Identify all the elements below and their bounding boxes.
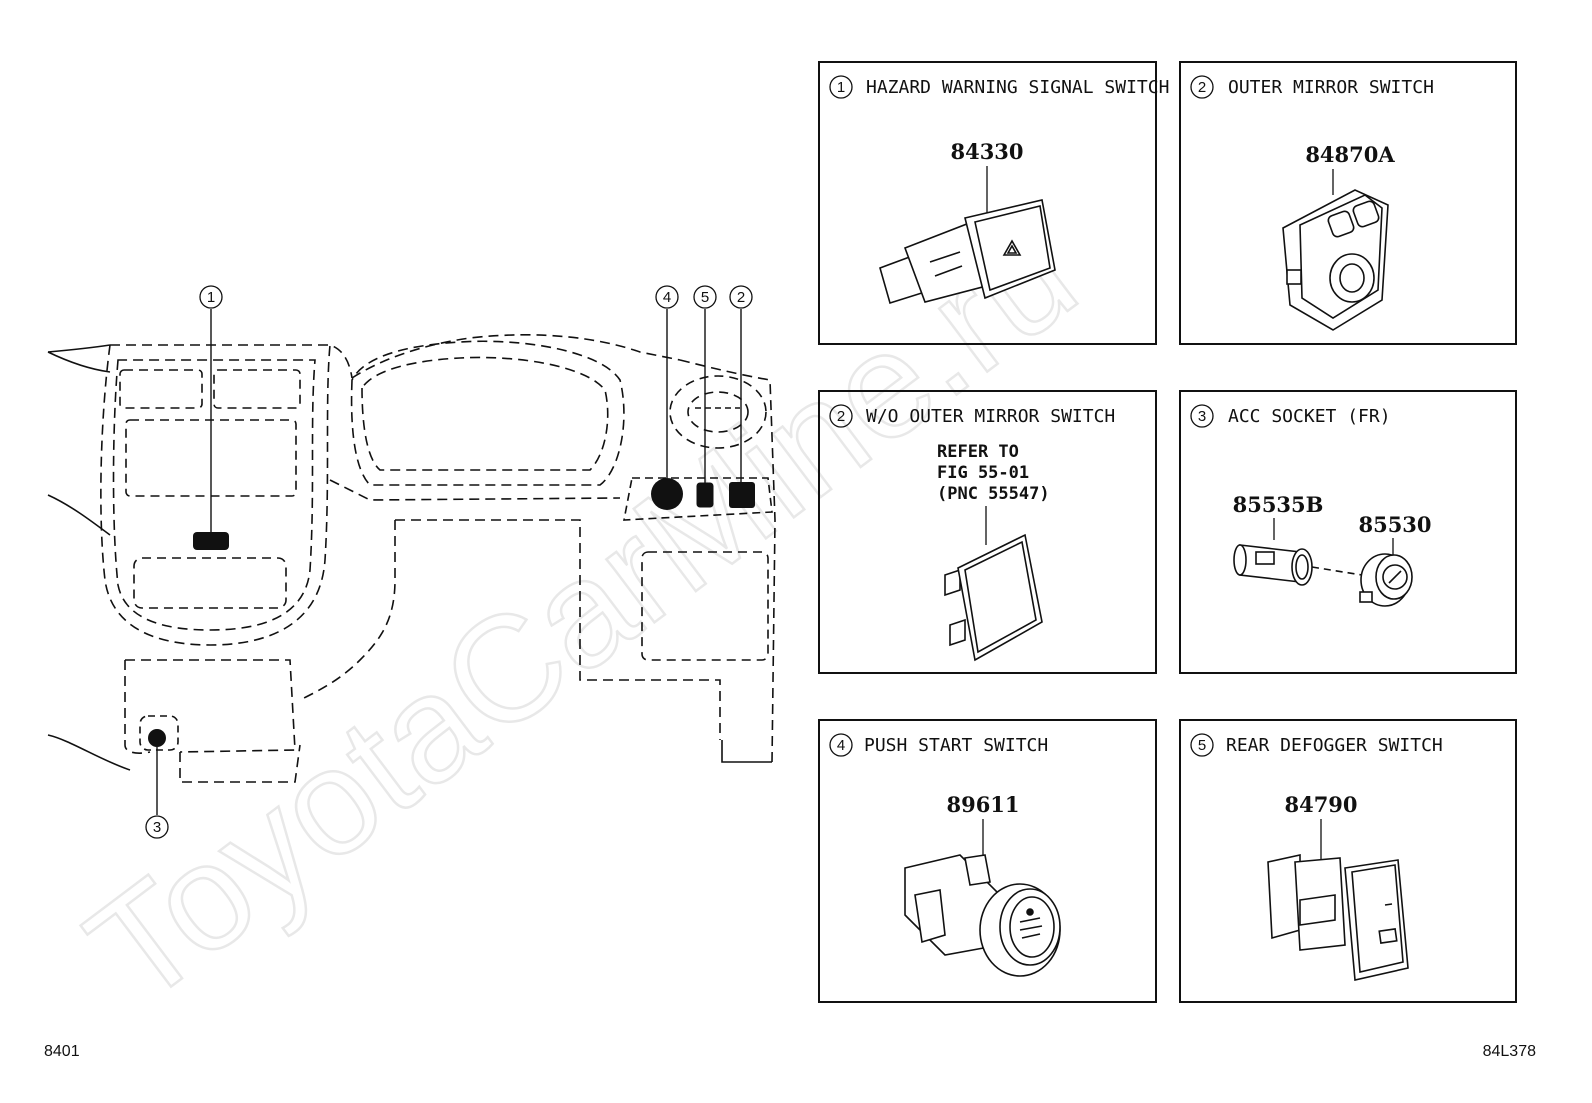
panel-title: ACC SOCKET (FR) xyxy=(1228,406,1391,427)
callout-1: 1 xyxy=(199,285,223,309)
svg-text:3: 3 xyxy=(1198,408,1206,425)
svg-text:2: 2 xyxy=(837,408,845,425)
part-number: 84330 xyxy=(950,139,1023,164)
hazard-switch-icon xyxy=(879,199,1056,305)
svg-text:1: 1 xyxy=(207,289,215,306)
panel-rear-defogger-switch: 5 REAR DEFOGGER SWITCH 84790 xyxy=(1179,719,1517,1003)
dashboard-switch-markers xyxy=(148,478,755,747)
svg-text:5: 5 xyxy=(1198,737,1206,754)
dashboard-overview xyxy=(47,334,776,783)
refer-line-1: REFER TO xyxy=(937,442,1019,462)
svg-text:1: 1 xyxy=(837,79,845,96)
push-start-marker xyxy=(651,478,683,510)
refer-line-2: FIG 55-01 xyxy=(937,463,1029,483)
panel-push-start-switch: 4 PUSH START SWITCH 89611 xyxy=(818,719,1157,1003)
acc-socket-marker xyxy=(148,729,166,747)
callout-2: 2 xyxy=(729,285,753,309)
panel-title: HAZARD WARNING SIGNAL SWITCH xyxy=(866,77,1169,98)
rear-defogger-marker xyxy=(696,482,714,508)
acc-socket-icon xyxy=(1233,544,1413,607)
part-number: 85535B xyxy=(1233,492,1324,517)
figure-code: 8401 xyxy=(44,1043,80,1060)
push-start-switch-icon xyxy=(904,854,1061,977)
part-number: 89611 xyxy=(946,792,1019,817)
part-number: 84790 xyxy=(1284,792,1357,817)
rear-defogger-switch-icon xyxy=(1267,854,1409,981)
callout-5: 5 xyxy=(693,285,717,309)
part-number: 85530 xyxy=(1358,512,1431,537)
panel-title: PUSH START SWITCH xyxy=(864,735,1048,756)
callout-3: 3 xyxy=(145,815,169,839)
callout-4: 4 xyxy=(655,285,679,309)
svg-text:4: 4 xyxy=(837,737,845,754)
hazard-switch-marker xyxy=(193,532,229,550)
outer-mirror-marker xyxy=(729,482,755,508)
refer-line-3: (PNC 55547) xyxy=(937,484,1050,504)
panel-title: OUTER MIRROR SWITCH xyxy=(1228,77,1434,98)
svg-text:5: 5 xyxy=(701,289,709,306)
panel-hazard-warning-switch: 1 HAZARD WARNING SIGNAL SWITCH 84330 xyxy=(818,61,1169,345)
panel-wo-outer-mirror-switch: 2 W/O OUTER MIRROR SWITCH REFER TO FIG 5… xyxy=(818,390,1157,674)
svg-text:2: 2 xyxy=(1198,79,1206,96)
panel-title: W/O OUTER MIRROR SWITCH xyxy=(866,406,1115,427)
panel-acc-socket: 3 ACC SOCKET (FR) 85535B 85530 xyxy=(1179,390,1517,674)
panel-title: REAR DEFOGGER SWITCH xyxy=(1226,735,1443,756)
svg-text:3: 3 xyxy=(153,819,161,836)
blank-cover-icon xyxy=(944,533,1043,662)
svg-text:4: 4 xyxy=(663,289,671,306)
illustration-code: 84L378 xyxy=(1483,1043,1536,1060)
part-number: 84870A xyxy=(1305,142,1395,167)
outer-mirror-switch-icon xyxy=(1282,189,1389,331)
panel-outer-mirror-switch: 2 OUTER MIRROR SWITCH 84870A xyxy=(1179,61,1517,345)
svg-text:2: 2 xyxy=(737,289,745,306)
callout-leaders xyxy=(156,309,742,815)
